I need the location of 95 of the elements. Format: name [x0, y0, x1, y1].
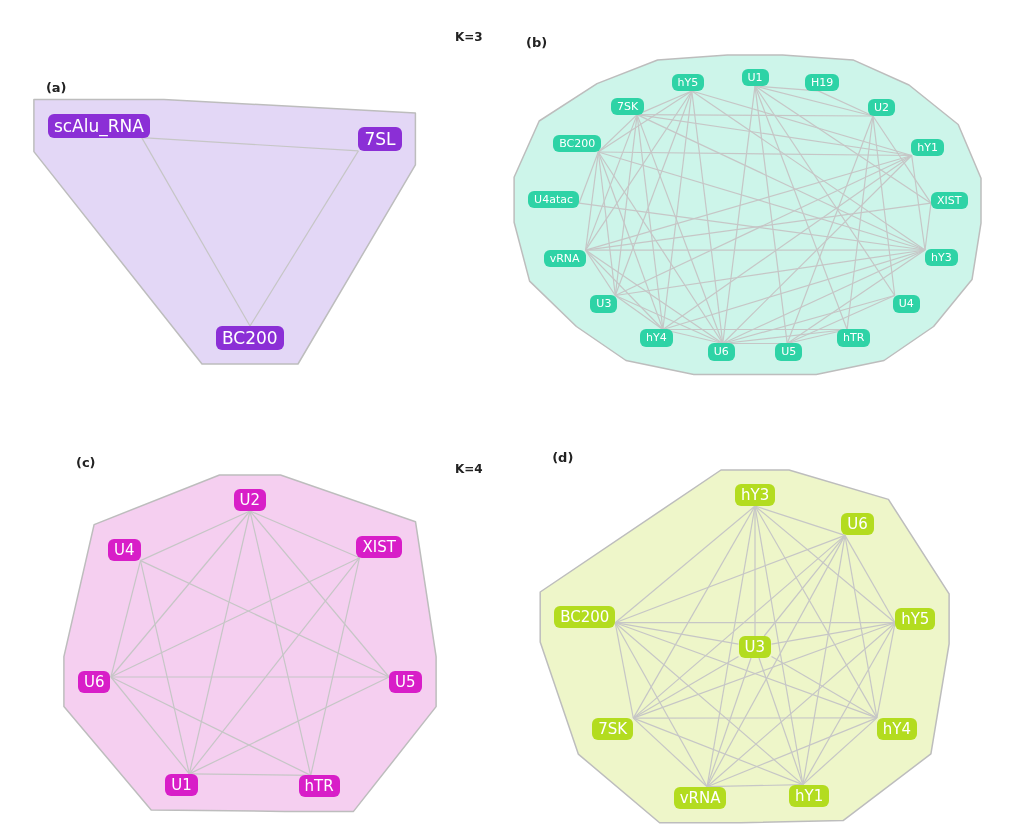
- rna-node: U1: [165, 773, 198, 796]
- connector-line: [754, 85, 788, 345]
- connector-line: [786, 249, 926, 345]
- connector-line: [578, 151, 599, 204]
- connector-line: [844, 534, 896, 624]
- connector-line: [802, 717, 878, 786]
- connector-line: [249, 150, 359, 327]
- connector-line: [141, 137, 251, 327]
- rna-node: XIST: [356, 535, 402, 558]
- panel-label: (d): [552, 450, 574, 465]
- connector-line: [110, 676, 312, 776]
- connector-line: [110, 557, 361, 678]
- connector-line: [786, 115, 874, 345]
- connector-line: [585, 249, 724, 345]
- rna-node: scAlu_RNA: [47, 113, 150, 138]
- connector-line: [632, 505, 756, 719]
- rna-node: hTR: [837, 329, 871, 347]
- connector-line: [614, 534, 846, 624]
- connector-line: [706, 717, 878, 788]
- rna-node: XIST: [931, 192, 968, 210]
- connector-line: [754, 505, 896, 624]
- connector-line: [786, 294, 896, 345]
- connector-line: [754, 85, 896, 297]
- connector-line: [754, 85, 932, 204]
- rna-node: hY3: [735, 484, 776, 506]
- connector-line: [139, 560, 390, 678]
- connector-line: [110, 560, 142, 678]
- rna-node: hY5: [895, 607, 936, 630]
- connector-line: [585, 249, 664, 331]
- panel-label: (b): [526, 35, 548, 50]
- rna-node: U5: [389, 670, 422, 693]
- connector-line: [188, 510, 251, 775]
- rna-node: hY1: [789, 784, 830, 807]
- connector-line: [876, 622, 896, 719]
- connector-line: [110, 676, 190, 775]
- connector-line: [614, 505, 756, 624]
- panel-label: (a): [45, 79, 67, 95]
- connector-line: [662, 90, 693, 331]
- connector-line: [249, 510, 312, 776]
- connector-line: [614, 622, 708, 788]
- connector-line: [585, 151, 599, 251]
- connector-line: [872, 115, 896, 297]
- rna-node: vRNA: [543, 250, 586, 268]
- rna-node: U6: [707, 343, 735, 361]
- connector-line: [691, 90, 926, 251]
- rna-node: U4atac: [528, 191, 579, 209]
- connector-line: [188, 676, 390, 775]
- connector-line: [632, 717, 708, 788]
- connector-line: [872, 115, 932, 204]
- rna-node: U5: [775, 343, 803, 361]
- connector-line: [924, 202, 932, 251]
- connector-line: [585, 90, 693, 251]
- connector-line: [691, 90, 913, 157]
- connector-line: [139, 560, 190, 775]
- connector-line: [110, 510, 251, 678]
- connector-line: [758, 657, 804, 786]
- rna-node: U6: [841, 513, 874, 536]
- rna-node: BC200: [553, 135, 602, 153]
- rna-node: BC200: [554, 605, 616, 628]
- connector-line: [722, 154, 913, 345]
- connector-line: [585, 114, 638, 251]
- rna-node: hY4: [639, 329, 673, 347]
- connector-line: [770, 655, 878, 719]
- connector-line: [754, 505, 846, 536]
- rna-node: 7SK: [592, 718, 634, 741]
- connector-line: [614, 622, 634, 719]
- rna-node: U3: [590, 295, 618, 313]
- connector-line: [706, 622, 896, 788]
- rna-node: BC200: [216, 326, 284, 351]
- rna-node: U4: [892, 295, 920, 313]
- connector-line: [614, 622, 804, 786]
- connector-line: [310, 557, 361, 776]
- connector-line: [249, 510, 390, 678]
- rna-node: U3: [738, 636, 772, 658]
- k-value-label: K=4: [455, 462, 483, 476]
- connector-line: [188, 557, 361, 775]
- rna-node: 7SL: [358, 126, 402, 152]
- rna-node: U4: [108, 538, 141, 561]
- rna-node: hTR: [298, 775, 340, 798]
- rna-node: U2: [233, 489, 267, 511]
- connector-line: [632, 717, 804, 786]
- connector-line: [614, 294, 664, 331]
- connector-line: [706, 784, 804, 788]
- panel-label: (c): [75, 455, 96, 470]
- k-value-label: K=3: [455, 30, 483, 44]
- connector-line: [632, 717, 878, 719]
- connector-line: [844, 534, 878, 719]
- connector-line: [249, 510, 361, 559]
- connector-line: [585, 249, 616, 297]
- connector-line: [802, 622, 896, 786]
- connector-line: [911, 154, 926, 251]
- connector-line: [139, 510, 251, 562]
- connector-line: [754, 505, 878, 719]
- connector-line: [722, 85, 756, 345]
- connector-line: [597, 114, 638, 153]
